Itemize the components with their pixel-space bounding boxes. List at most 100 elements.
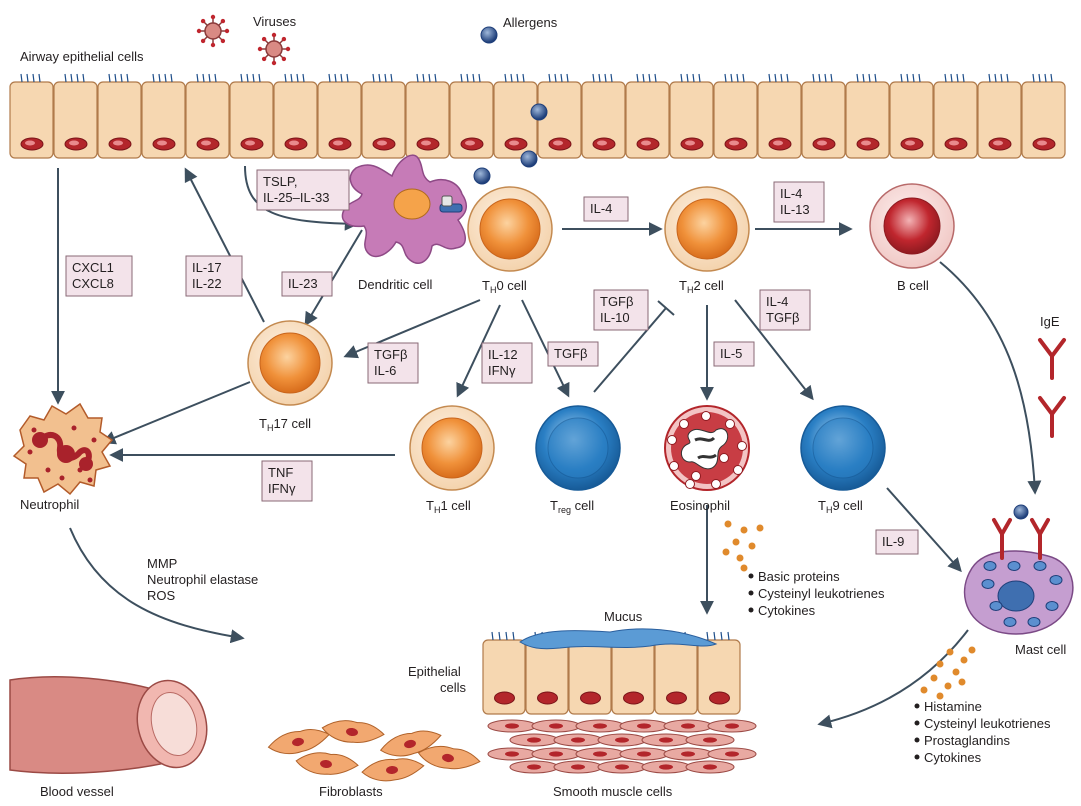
ige-antibody-icon — [1038, 338, 1066, 438]
virus-icon — [257, 32, 291, 66]
epithelial-cell — [933, 73, 978, 159]
eos-release-dots — [722, 520, 764, 572]
epithelial-cell — [669, 73, 714, 159]
epithelial-cell — [405, 73, 450, 159]
viruses-label: Viruses — [253, 14, 297, 29]
cytokine-label: IL-25–IL-33 — [263, 190, 330, 205]
arrow-tslp — [244, 165, 359, 231]
epithelial-label: cells — [440, 680, 467, 695]
th17-cell — [247, 320, 333, 406]
epithelial-cell — [801, 73, 846, 159]
cytokine-label: TGFβ — [766, 310, 799, 325]
cytokine-label: TSLP, — [263, 174, 297, 189]
epithelial-cell — [361, 73, 406, 159]
cytokine-box-il4il13: IL-4IL-13 — [773, 181, 825, 223]
th1-label: TH1 cell — [426, 498, 471, 515]
ige-label: IgE — [1040, 314, 1060, 329]
cytokine-label: IFNγ — [268, 481, 296, 496]
cytokine-label: IL-10 — [600, 310, 630, 325]
arrows — [51, 165, 1042, 729]
epithelial-cell — [482, 631, 526, 715]
mast-label: Mast cell — [1015, 642, 1066, 657]
epithelial-cell — [697, 631, 741, 715]
cytokine-box-tslp: TSLP,IL-25–IL-33 — [256, 169, 350, 211]
epithelial-cell — [449, 73, 494, 159]
fibroblasts — [267, 720, 481, 782]
virus-icon — [196, 14, 230, 48]
epithelial-cell — [1021, 73, 1066, 159]
cytokine-label: IL-22 — [192, 276, 222, 291]
mast-product: Histamine — [924, 699, 982, 714]
cytokine-label: IL-4 — [780, 186, 802, 201]
smooth-muscle-cells — [487, 719, 757, 774]
fibroblasts-label: Fibroblasts — [319, 784, 383, 799]
blood-vessel — [9, 676, 208, 774]
eosinophil-label: Eosinophil — [670, 498, 730, 513]
allergens-label: Allergens — [503, 15, 558, 30]
eos-product: Cysteinyl leukotrienes — [758, 586, 885, 601]
cytokine-label: IL-4 — [766, 294, 788, 309]
cytokine-label: IL-4 — [590, 201, 612, 216]
cytokine-label: IL-13 — [780, 202, 810, 217]
cytokine-label: IL-6 — [374, 363, 396, 378]
epithelial-cell — [537, 73, 582, 159]
cytokine-label: IL-5 — [720, 346, 742, 361]
th9-label: TH9 cell — [818, 498, 863, 515]
treg-label: Treg cell — [550, 498, 594, 515]
eosinophil-products: Basic proteins Cysteinyl leukotrienes Cy… — [748, 569, 885, 618]
cytokine-box-il4a: IL-4 — [583, 196, 629, 222]
neutro-product: Neutrophil elastase — [147, 572, 258, 587]
smooth-muscle-label: Smooth muscle cells — [553, 784, 673, 799]
epithelial-cell — [625, 73, 670, 159]
mast-cell — [963, 504, 1074, 635]
epithelial-cell — [229, 73, 274, 159]
cytokine-box-il23: IL-23 — [281, 271, 333, 297]
eosinophil-cell — [664, 405, 750, 491]
epithelial-cell — [845, 73, 890, 159]
mucus-layer — [519, 628, 718, 650]
cytokine-label: IL-9 — [882, 534, 904, 549]
th1-cell — [409, 405, 495, 491]
dendritic-label: Dendritic cell — [358, 277, 433, 292]
dendritic-cell — [341, 154, 468, 264]
eos-product: Cytokines — [758, 603, 816, 618]
epithelial-cell — [97, 73, 142, 159]
epithelial-cell — [53, 73, 98, 159]
epithelial-label: Epithelial — [408, 664, 461, 679]
th2-cell — [664, 186, 750, 272]
arrow-th17-neutro — [101, 381, 251, 445]
arrow-il17 — [184, 167, 265, 323]
neutrophil-products: MMP Neutrophil elastase ROS — [147, 556, 258, 603]
mast-product: Prostaglandins — [924, 733, 1010, 748]
arrow-th0-th1 — [456, 304, 501, 398]
th0-label: TH0 cell — [482, 278, 527, 295]
th0-cell — [467, 186, 553, 272]
epithelial-cell — [317, 73, 362, 159]
allergen-icon — [480, 26, 498, 44]
lower-epithelium — [482, 631, 741, 715]
cytokine-label: TNF — [268, 465, 293, 480]
epithelial-cell — [889, 73, 934, 159]
arrow-th0-treg — [521, 299, 570, 398]
cytokine-label: IL-23 — [288, 276, 318, 291]
neutro-product: MMP — [147, 556, 177, 571]
epithelial-cell — [493, 73, 538, 159]
cytokine-label: CXCL8 — [72, 276, 114, 291]
b-cell — [869, 183, 955, 269]
arrow-neutro-tissue — [69, 527, 245, 644]
epithelial-cell — [141, 73, 186, 159]
airway-label: Airway epithelial cells — [20, 49, 144, 64]
allergen-icon — [530, 103, 548, 121]
epithelial-cell — [273, 73, 318, 159]
arrow-th9-mast — [886, 487, 962, 573]
cytokine-box-il9: IL-9 — [875, 529, 919, 555]
epithelial-cell — [713, 73, 758, 159]
arrow-il23 — [304, 229, 363, 327]
